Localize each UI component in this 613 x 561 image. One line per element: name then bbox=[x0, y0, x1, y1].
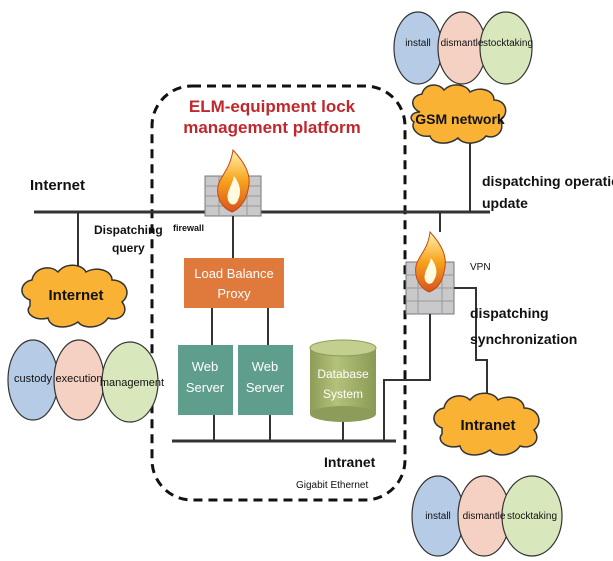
circle-label-install-bottom: install bbox=[425, 511, 451, 522]
dispatching-sync-label-1: dispatching bbox=[470, 305, 549, 321]
platform-title-line1: ELM-equipment lock bbox=[189, 97, 356, 116]
web-server-2 bbox=[238, 345, 293, 415]
internet-cloud bbox=[21, 264, 128, 328]
gsm-cloud bbox=[410, 84, 507, 144]
circle-management bbox=[101, 341, 159, 423]
web-server-1-label-2: Server bbox=[186, 380, 225, 395]
dispatching-query-label-1: Dispatching bbox=[94, 223, 163, 237]
intranet-cloud bbox=[433, 392, 540, 456]
firewall-icon bbox=[204, 148, 262, 217]
update-label: update bbox=[482, 195, 528, 211]
platform-title-line2: management platform bbox=[183, 118, 361, 137]
circle-label-stocktaking-top: stocktaking bbox=[483, 38, 533, 49]
gigabit-label: Gigabit Ethernet bbox=[296, 480, 368, 491]
internet-line-label: Internet bbox=[30, 177, 85, 194]
web-server-1 bbox=[178, 345, 233, 415]
database-system bbox=[309, 339, 377, 422]
dispatching-operation-label: dispatching operation bbox=[482, 173, 613, 189]
circle-label-execution: execution bbox=[55, 373, 102, 385]
intranet-cloud-label: Intranet bbox=[460, 417, 515, 434]
load-balance-proxy bbox=[184, 258, 284, 308]
link-vpn-intranet bbox=[454, 287, 488, 402]
circle-label-dismantle-bottom: dismantle bbox=[463, 511, 506, 522]
circle-stocktaking-top bbox=[479, 11, 533, 85]
circle-label-install-top: install bbox=[405, 38, 431, 49]
load-balance-label-2: Proxy bbox=[217, 286, 251, 301]
database-label-1: Database bbox=[317, 367, 369, 381]
dispatching-sync-label-2: synchronization bbox=[470, 331, 577, 347]
intranet-bus-label: Intranet bbox=[324, 454, 376, 470]
link-bus-vpn bbox=[383, 314, 431, 441]
gsm-cloud-label: GSM network bbox=[415, 111, 505, 127]
platform-boundary bbox=[150, 84, 407, 502]
vpn-firewall-icon bbox=[405, 230, 455, 315]
web-server-1-label-1: Web bbox=[192, 359, 219, 374]
firewall-label: firewall bbox=[173, 223, 204, 233]
database-label-2: System bbox=[323, 387, 363, 401]
load-balance-label-1: Load Balance bbox=[194, 266, 274, 281]
vpn-label: VPN bbox=[470, 262, 491, 273]
dispatching-query-label-2: query bbox=[112, 241, 145, 255]
internet-cloud-label: Internet bbox=[48, 287, 103, 304]
web-server-2-label-1: Web bbox=[252, 359, 279, 374]
circle-label-stocktaking-bottom: stocktaking bbox=[507, 511, 557, 522]
circle-label-dismantle-top: dismantle bbox=[441, 38, 484, 49]
circle-stocktaking-bottom bbox=[501, 475, 563, 557]
circle-label-management: management bbox=[100, 377, 164, 389]
web-server-2-label-2: Server bbox=[246, 380, 285, 395]
circle-label-custody: custody bbox=[14, 373, 52, 385]
